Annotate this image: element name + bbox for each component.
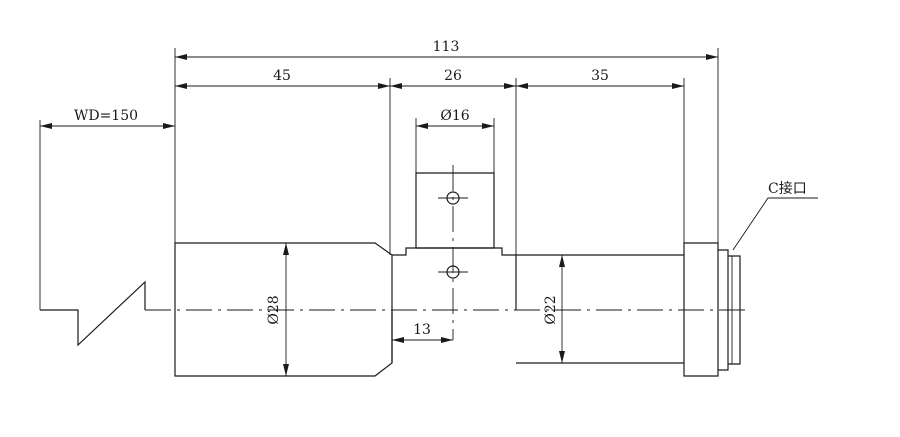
side-port [415,172,495,249]
extension-lines [174,48,719,363]
dim-seg1-label: 45 [273,68,291,84]
dim-offset-label: 13 [413,322,431,338]
dim-total-label: 113 [433,39,460,55]
flange [683,242,719,377]
dimension-lines [40,54,818,376]
rear-tube [516,254,684,364]
wd-break [39,120,146,347]
lens-outline [174,172,741,377]
dim-seg3-label: 35 [591,68,609,84]
dim-seg2-label: 26 [444,68,462,84]
c-mount-label: C接口 [768,180,807,197]
c-mount-leader [732,197,818,251]
front-body [174,242,393,377]
dim-wd-label: WD=150 [74,108,138,124]
dim-tube-label: Ø22 [543,295,559,324]
dimension-labels: 113 45 26 35 WD=150 Ø16 Ø28 Ø22 13 C接口 [74,39,807,338]
dim-body-label: Ø28 [266,295,282,324]
center-lines [145,165,750,340]
break-symbol [40,280,146,347]
mid-section-top [392,247,516,256]
dim-port-label: Ø16 [440,108,469,124]
